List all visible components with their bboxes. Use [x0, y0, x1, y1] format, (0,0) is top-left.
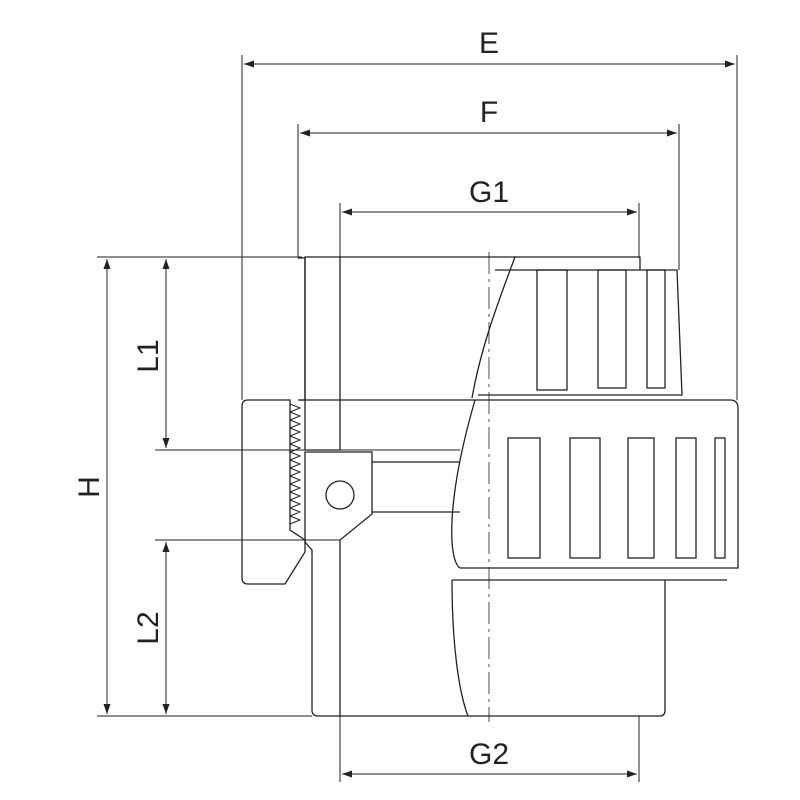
lower-socket-section — [304, 451, 373, 717]
nut-rib-slots — [507, 437, 726, 559]
dimension-g1: G1 — [339, 176, 640, 258]
thread-profile — [288, 403, 302, 525]
dimension-l2: L2 — [132, 539, 340, 714]
dimension-label-e: E — [479, 27, 499, 60]
dimension-label-h: H — [73, 476, 106, 498]
dimension-label-f: F — [480, 96, 498, 129]
lower-socket-view — [340, 579, 666, 717]
union-nut-view — [300, 399, 739, 581]
o-ring-icon — [325, 480, 355, 510]
upper-rib-slots — [536, 269, 666, 391]
union-nut-section — [241, 399, 306, 585]
dimension-e: E — [241, 27, 738, 400]
dimension-f: F — [297, 96, 680, 270]
o-ring-seat — [325, 461, 460, 513]
dimension-label-g2: G2 — [469, 738, 509, 771]
dimension-label-l1: L1 — [132, 339, 165, 372]
upper-sleeve-view — [340, 256, 683, 399]
dimension-h: H — [73, 256, 312, 717]
dimension-label-g1: G1 — [469, 176, 509, 209]
upper-socket-section — [298, 256, 341, 451]
dimension-g2: G2 — [339, 716, 640, 782]
dimension-label-l2: L2 — [132, 611, 165, 644]
dimension-l1: L1 — [132, 259, 460, 451]
